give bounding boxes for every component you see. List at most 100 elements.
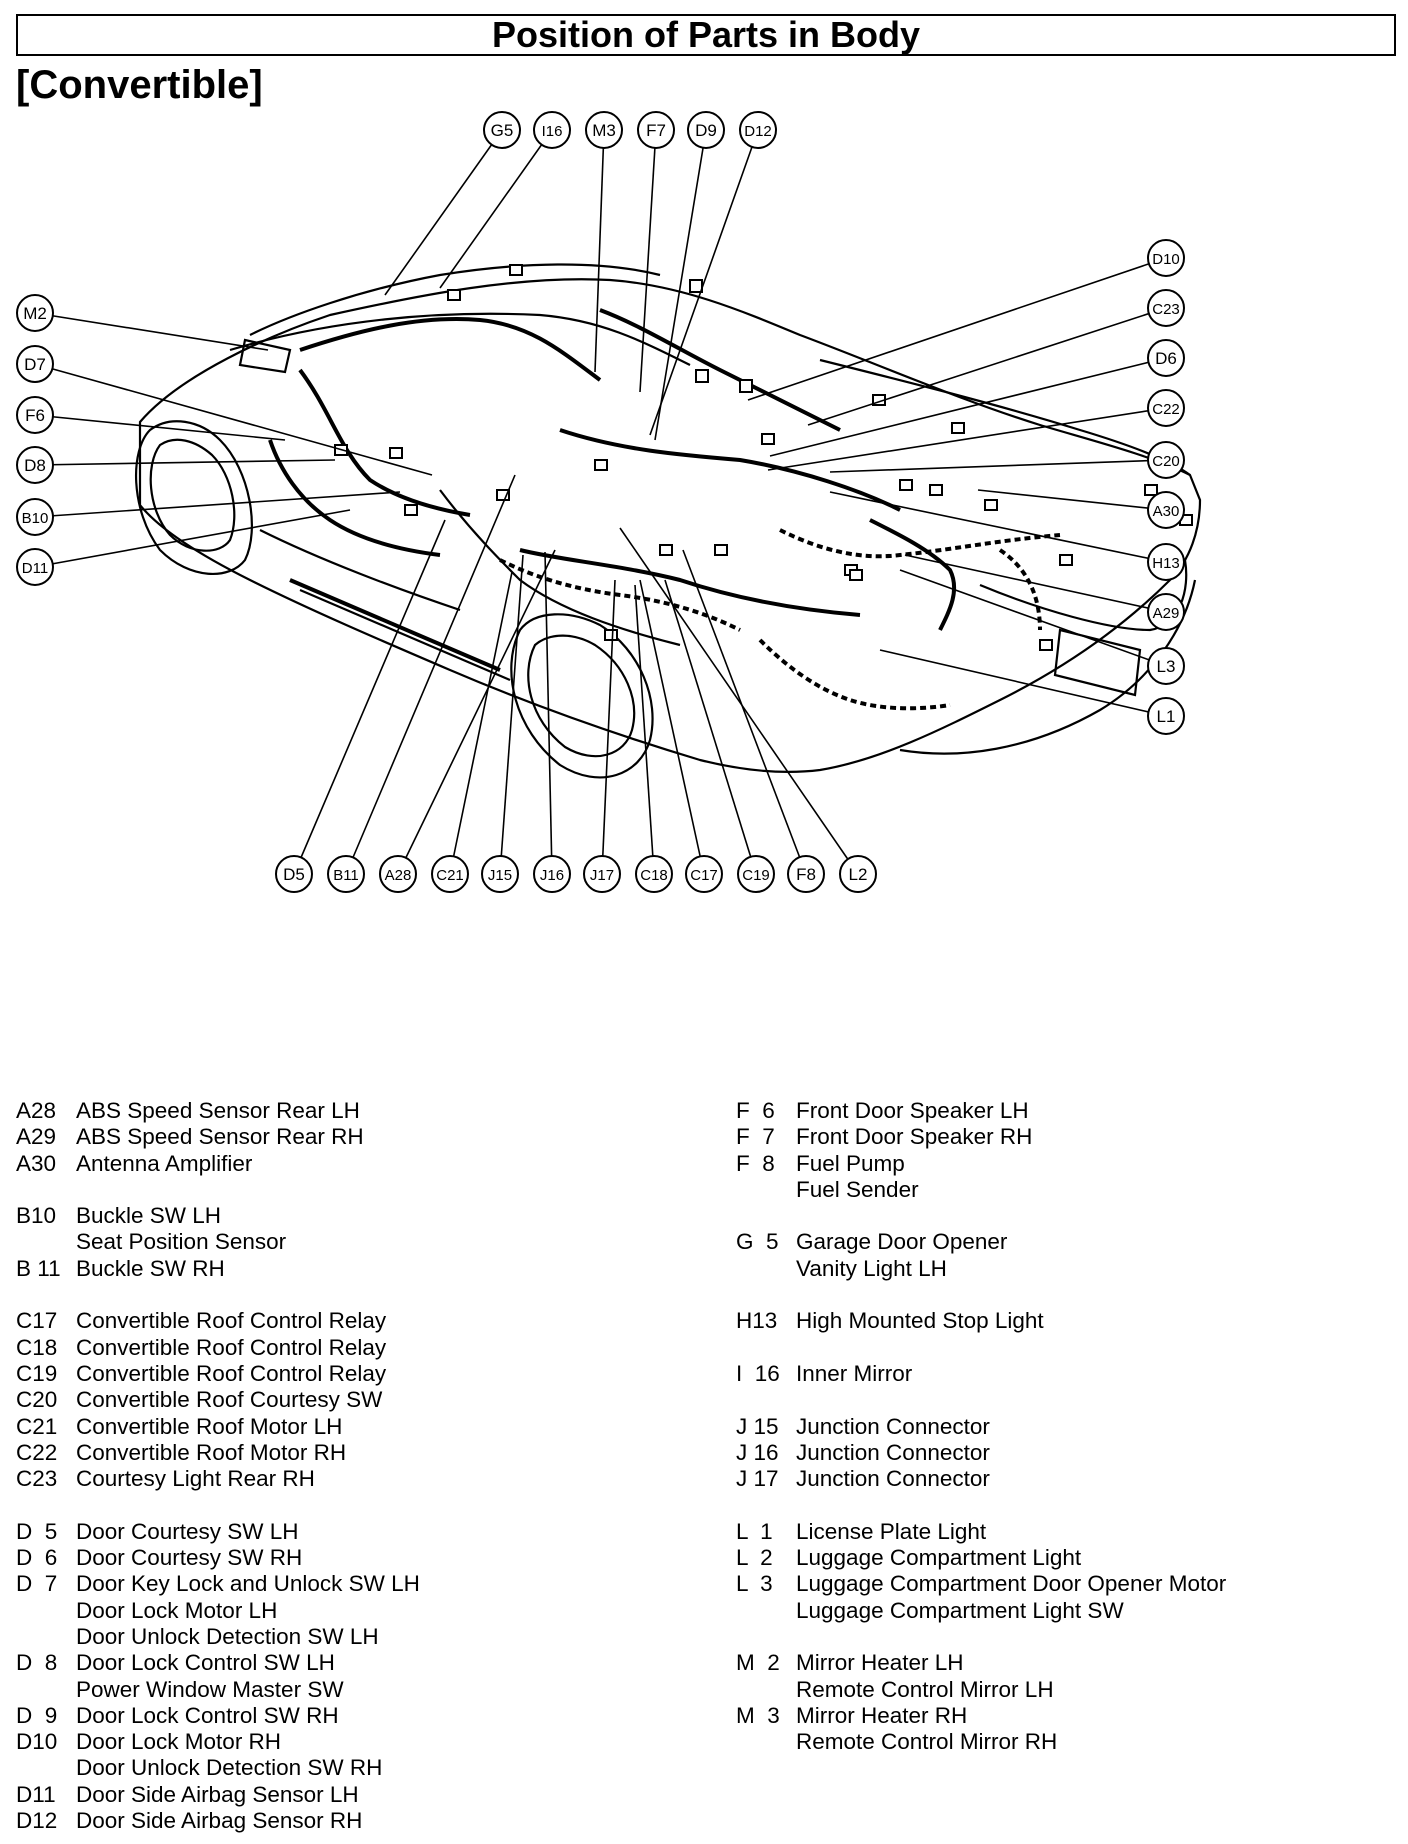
callout-label: C18 — [640, 867, 668, 884]
legend-description: Door Lock Control SW LH — [76, 1650, 335, 1676]
legend-code: D11 — [16, 1781, 56, 1807]
callout-circle — [431, 855, 469, 893]
callout-circle — [1147, 339, 1185, 377]
callout-d10: D10 — [1147, 239, 1185, 277]
legend-description: Fuel Pump — [796, 1150, 905, 1176]
callout-circle — [583, 855, 621, 893]
callout-circle — [533, 855, 571, 893]
callout-label: D10 — [1152, 251, 1180, 268]
legend-spacer — [16, 1492, 420, 1518]
legend-descriptions: Antenna Amplifier — [76, 1151, 252, 1177]
leader-line-c23 — [807, 307, 1167, 426]
callout-circle — [1147, 647, 1185, 685]
legend-descriptions: Door Side Airbag Sensor RH — [76, 1808, 362, 1834]
callout-j16: J16 — [533, 855, 571, 893]
legend-description: Vanity Light LH — [796, 1255, 947, 1281]
leader-line-j15 — [499, 554, 524, 875]
callout-label: D6 — [1155, 349, 1177, 368]
legend-description: ABS Speed Sensor Rear RH — [76, 1124, 364, 1150]
wire-harness — [268, 308, 957, 631]
callout-circle — [1147, 289, 1185, 327]
leader-line-f7 — [639, 129, 657, 393]
callout-circle — [1147, 491, 1185, 529]
callout-label: D11 — [22, 560, 48, 577]
callout-circle — [737, 855, 775, 893]
legend-descriptions: Door Courtesy SW LH — [76, 1519, 299, 1545]
callout-m3: M3 — [585, 111, 623, 149]
callout-label: H13 — [1152, 555, 1180, 572]
callout-d8: D8 — [16, 446, 54, 484]
legend-description: Buckle SW LH — [76, 1203, 222, 1229]
legend-code: D 9 — [16, 1702, 58, 1728]
callout-circle — [739, 111, 777, 149]
legend-description: Door Lock Control SW RH — [76, 1702, 339, 1728]
callout-label: C20 — [1152, 453, 1180, 470]
leader-line-j17 — [601, 579, 616, 875]
legend-code: C19 — [16, 1360, 58, 1386]
callout-label: C17 — [690, 867, 718, 884]
callout-j15: J15 — [481, 855, 519, 893]
callout-label: G5 — [491, 121, 514, 140]
legend-code: B10 — [16, 1203, 57, 1229]
legend-code: I 16 — [736, 1360, 780, 1386]
legend-description: Door Unlock Detection SW LH — [76, 1623, 379, 1649]
legend-description: Convertible Roof Control Relay — [76, 1334, 387, 1360]
callout-c18: C18 — [635, 855, 673, 893]
legend-entry: D 9 Door Lock Control SW RH — [16, 1703, 420, 1729]
legend-description: Power Window Master SW — [76, 1676, 344, 1702]
legend-code: F 8 — [736, 1150, 775, 1176]
callout-m2: M2 — [16, 294, 54, 332]
callout-label: C23 — [1152, 301, 1180, 318]
callout-label: L1 — [1157, 707, 1176, 726]
legend-descriptions: ABS Speed Sensor Rear LH — [76, 1098, 360, 1124]
callout-a30: A30 — [1147, 491, 1185, 529]
leader-line-b10 — [34, 491, 401, 518]
callout-a28: A28 — [379, 855, 417, 893]
leader-line-f6 — [34, 414, 286, 441]
legend-descriptions: Inner Mirror — [796, 1361, 912, 1387]
legend-code: F 7 — [736, 1124, 775, 1150]
legend-description: Convertible Roof Motor LH — [76, 1413, 343, 1439]
leader-line-l1 — [879, 649, 1167, 717]
callout-circle — [275, 855, 313, 893]
legend-code: A30 — [16, 1150, 57, 1176]
legend-descriptions: Junction Connector — [796, 1466, 990, 1492]
legend-code: J 17 — [736, 1466, 779, 1492]
callout-circle — [16, 294, 54, 332]
legend-descriptions: Convertible Roof Motor RH — [76, 1440, 346, 1466]
legend-code: D10 — [16, 1729, 58, 1755]
legend-descriptions: License Plate Light — [796, 1519, 986, 1545]
legend-descriptions: Convertible Roof Control Relay — [76, 1361, 386, 1387]
callout-label: D7 — [24, 355, 46, 374]
leader-line-a30 — [977, 489, 1167, 511]
callout-d9: D9 — [687, 111, 725, 149]
callout-label: D5 — [283, 865, 305, 884]
legend-descriptions: Door Courtesy SW RH — [76, 1545, 302, 1571]
legend-descriptions: Convertible Roof Motor LH — [76, 1414, 342, 1440]
legend-descriptions: Luggage Compartment Light — [796, 1545, 1081, 1571]
legend-description: Garage Door Opener — [796, 1229, 1008, 1255]
legend-description: Front Door Speaker LH — [796, 1098, 1029, 1123]
legend-description: Luggage Compartment Door Opener Motor — [796, 1571, 1227, 1597]
legend-code: H13 — [736, 1308, 778, 1334]
legend-description: Remote Control Mirror LH — [796, 1676, 1054, 1702]
legend-description: License Plate Light — [796, 1518, 987, 1544]
callout-circle — [379, 855, 417, 893]
callout-label: D12 — [744, 123, 772, 140]
callout-circle — [1147, 593, 1185, 631]
callout-circle — [1147, 543, 1185, 581]
